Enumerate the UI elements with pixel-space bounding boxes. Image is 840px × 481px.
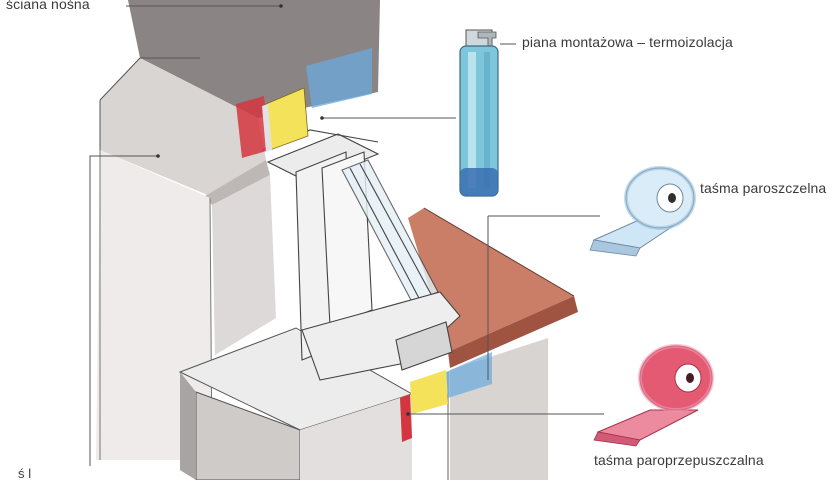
label-bottom-partial: ś l [18,466,32,481]
insulation-layers [236,87,492,442]
ledge-under [300,394,412,480]
frame-bottom-front [395,321,453,371]
label-mounting-foam: piana montażowa – termoizolacja [522,34,733,50]
perm-tape-bottom [400,394,412,442]
vapor-barrier-tape-roll-icon [589,166,696,257]
foam-yellow-bottom [410,370,448,414]
wall-upper-band [100,58,266,196]
vapor-tape-top-inner [262,104,272,152]
wall-upper-front [205,160,270,205]
foam-can-icon [459,29,499,197]
lintel-blue-insulation [306,48,372,108]
sill-front [448,296,578,368]
label-vapor-barrier-tape: taśma paroszczelna [700,180,827,196]
leader-lines [89,4,604,466]
interior-ledge [178,327,414,480]
vapor-tape-top [236,96,270,158]
insulation-blue-bottom [446,352,492,398]
ledge-side [180,372,196,480]
vapor-permeable-tape-roll-icon [593,344,714,447]
wall-reveal-right [212,175,276,355]
frame-top-cap [266,133,380,183]
leader-bottom [89,155,158,466]
label-vapor-permeable-tape: taśma paroprzepuszczalna [594,452,764,468]
window-frame [261,129,461,381]
label-load-bearing-wall: ściana nośna [6,0,90,12]
